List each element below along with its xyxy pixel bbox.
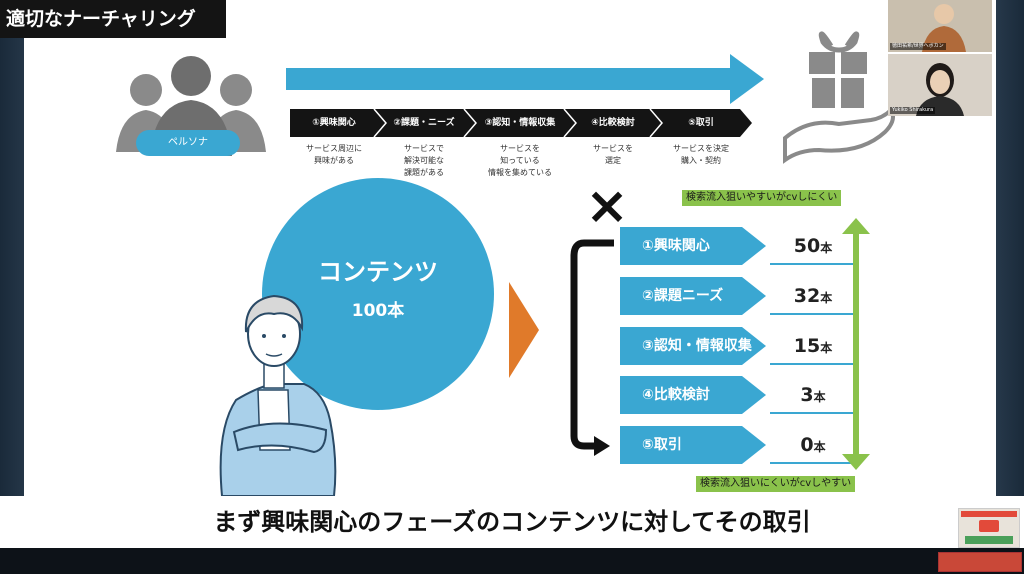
channel-banner bbox=[938, 552, 1022, 572]
background-right bbox=[994, 0, 1024, 574]
phase-3-value: 15本 bbox=[770, 327, 856, 365]
background-bottom bbox=[0, 548, 1024, 574]
phase-row-4: ④比較検討 3本 bbox=[620, 376, 858, 414]
note-top: 検索流入狙いやすいがcvしにくい bbox=[682, 190, 842, 206]
channel-logo-icon bbox=[961, 511, 1017, 544]
cross-mark: × bbox=[585, 176, 629, 236]
phase-2-label: ②課題ニーズ bbox=[620, 277, 766, 315]
step-1-label: ①興味関心 bbox=[312, 118, 356, 128]
phase-row-2: ②課題ニーズ 32本 bbox=[620, 277, 858, 315]
participant-2-name: Yukiko Shirakura bbox=[890, 107, 936, 114]
phase-2-num: 32 bbox=[793, 285, 821, 307]
step-2-desc: サービスで 解決可能な 課題がある bbox=[404, 144, 444, 177]
subtitle-caption: まず興味関心のフェーズのコンテンツに対してその取引 bbox=[0, 496, 1024, 548]
slide: ペルソナ ①興味関心 ②課題・ニーズ ③認知・情報収集 ④比較検討 ⑤取引 サー… bbox=[24, 0, 996, 548]
step-1-desc: サービス周辺に 興味がある bbox=[306, 144, 362, 165]
participant-1-name: 徳田祐希/世界へボカン bbox=[890, 43, 946, 50]
phase-3-label: ③認知・情報収集 bbox=[620, 327, 766, 365]
phase-5-label: ⑤取引 bbox=[620, 426, 766, 464]
phase-row-1: ①興味関心 50本 bbox=[620, 227, 858, 265]
step-3-desc: サービスを 知っている 情報を集めている bbox=[488, 144, 552, 177]
steps-bar-bg bbox=[290, 109, 752, 137]
phase-2-value: 32本 bbox=[770, 277, 856, 315]
participant-video-2: Yukiko Shirakura bbox=[888, 54, 992, 116]
step-3-label: ③認知・情報収集 bbox=[484, 118, 556, 128]
content-circle-title: コンテンツ bbox=[318, 258, 438, 286]
phase-5-num: 0 bbox=[800, 434, 814, 456]
step-4-label: ④比較検討 bbox=[591, 118, 635, 128]
person-illustration bbox=[219, 294, 337, 496]
slide-title: 適切なナーチャリング bbox=[0, 0, 226, 38]
participant-2-avatar bbox=[888, 54, 992, 116]
phase-5-unit: 本 bbox=[813, 440, 826, 454]
phase-2-unit: 本 bbox=[820, 291, 833, 305]
green-double-arrow bbox=[842, 218, 870, 470]
participant-video-1: 徳田祐希/世界へボカン bbox=[888, 0, 992, 52]
persona-label: ペルソナ bbox=[136, 130, 240, 156]
gift-hand-icon bbox=[783, 31, 895, 164]
step-5-desc: サービスを決定 購入・契約 bbox=[673, 144, 729, 165]
step-4-desc: サービスを 選定 bbox=[593, 144, 633, 165]
phase-3-num: 15 bbox=[793, 335, 821, 357]
channel-logo bbox=[958, 508, 1020, 548]
phase-row-3: ③認知・情報収集 15本 bbox=[620, 327, 858, 365]
content-circle bbox=[262, 178, 494, 410]
phase-4-label: ④比較検討 bbox=[620, 376, 766, 414]
phase-4-num: 3 bbox=[800, 384, 814, 406]
phase-5-value: 0本 bbox=[770, 426, 856, 464]
phase-1-value: 50本 bbox=[770, 227, 856, 265]
step-2-label: ②課題・ニーズ bbox=[393, 118, 455, 128]
phase-1-num: 50 bbox=[793, 235, 821, 257]
steps-bar: ①興味関心 ②課題・ニーズ ③認知・情報収集 ④比較検討 ⑤取引 bbox=[290, 109, 752, 137]
phase-1-unit: 本 bbox=[820, 241, 833, 255]
phase-row-5: ⑤取引 0本 bbox=[620, 426, 858, 464]
step-5-label: ⑤取引 bbox=[688, 118, 714, 128]
content-circle-count: 100本 bbox=[351, 301, 405, 321]
phase-3-unit: 本 bbox=[820, 341, 833, 355]
phase-1-label: ①興味関心 bbox=[620, 227, 766, 265]
phase-4-unit: 本 bbox=[813, 390, 826, 404]
flow-bracket bbox=[570, 239, 614, 456]
note-bottom: 検索流入狙いにくいがcvしやすい bbox=[696, 476, 856, 492]
phase-4-value: 3本 bbox=[770, 376, 856, 414]
journey-arrow bbox=[286, 54, 764, 104]
orange-arrow bbox=[509, 282, 539, 378]
